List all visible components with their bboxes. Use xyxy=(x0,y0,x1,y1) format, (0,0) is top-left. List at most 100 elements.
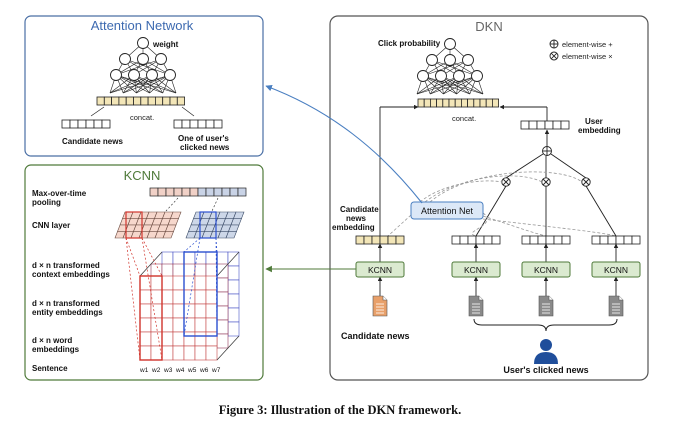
attention-clicked-cell xyxy=(213,119,223,129)
dkn-concat-cell xyxy=(417,98,425,108)
attention-clicked-label-2: clicked news xyxy=(180,143,230,152)
dkn-concat-cell xyxy=(479,98,487,108)
elementwise-plus-icon xyxy=(542,146,552,156)
cube-cell xyxy=(139,289,152,305)
attention-candidate-cell xyxy=(77,119,87,129)
sentence-word-1: w1 xyxy=(139,367,149,374)
cube-cell xyxy=(227,279,240,295)
news-embedding-cell xyxy=(451,235,461,245)
attention-candidate-cell xyxy=(85,119,95,129)
cube-cell xyxy=(216,319,229,335)
figure-caption: Figure 3: Illustration of the DKN framew… xyxy=(219,403,461,417)
attention-mlp-neuron xyxy=(137,37,149,49)
candidate-news-document-icon xyxy=(372,295,388,317)
candidate-news-label: Candidate news xyxy=(341,331,410,341)
kcnn-pooling-vector xyxy=(149,187,247,212)
cube-cell xyxy=(216,277,229,293)
cube-cell xyxy=(183,303,196,319)
cube-cell xyxy=(172,289,185,305)
user-embedding-label-1: User xyxy=(585,117,603,126)
user-embedding-cell xyxy=(528,120,538,130)
cube-cell xyxy=(194,289,207,305)
pooling-cell-red xyxy=(157,187,167,197)
attention-mlp-neuron xyxy=(155,53,167,65)
user-embedding-cell xyxy=(520,120,530,130)
dkn-concat-vector xyxy=(417,98,499,108)
pooling-cell-blue xyxy=(221,187,231,197)
attention-concat-cell xyxy=(169,96,178,106)
pooling-cell-red xyxy=(189,187,199,197)
cube-cell xyxy=(183,331,196,347)
news-embedding-cell xyxy=(545,235,555,245)
attention-candidate-cell xyxy=(93,119,103,129)
news-embedding-cell xyxy=(379,235,389,245)
cube-cell xyxy=(194,317,207,333)
attention-candidate-cell xyxy=(61,119,71,129)
attention-net-label: Attention Net xyxy=(421,206,474,216)
cube-cell xyxy=(216,291,229,307)
kcnn-word-label-2: embeddings xyxy=(32,345,80,354)
clicked-doc-icon xyxy=(468,295,484,317)
dkn-concat-cell xyxy=(436,98,444,108)
attention-concat-cell xyxy=(111,96,120,106)
cube-cell xyxy=(139,345,152,361)
cube-cell xyxy=(205,289,218,305)
attention-concat-cell xyxy=(125,96,134,106)
pooling-cell-blue xyxy=(237,187,247,197)
attention-concat-cell xyxy=(118,96,127,106)
attention-network-panel: Attention Network weight concat. Candida… xyxy=(24,15,264,157)
cube-cell xyxy=(172,303,185,319)
filter-window-red xyxy=(139,275,163,361)
dkn-concat-cell xyxy=(467,98,475,108)
dkn-concat-label: concat. xyxy=(452,114,476,123)
attention-concat-vector xyxy=(90,96,195,117)
sentence-word-5: w5 xyxy=(187,367,197,374)
attention-clicked-cell xyxy=(181,119,191,129)
news-embedding-cell xyxy=(591,235,601,245)
dkn-mlp-neuron xyxy=(453,70,465,82)
user-embedding-cell xyxy=(536,120,546,130)
news-embedding-cell xyxy=(553,235,563,245)
news-embedding-cell xyxy=(615,235,625,245)
dkn-mlp-neuron xyxy=(462,54,474,66)
kcnn-box-clicked-3-label: KCNN xyxy=(604,265,628,275)
attention-mlp-neuron xyxy=(128,69,140,81)
dkn-mlp-neuron xyxy=(426,54,438,66)
news-embedding-cell xyxy=(607,235,617,245)
news-embedding-cell xyxy=(483,235,493,245)
kcnn-filter-connections xyxy=(125,237,218,361)
attention-clicked-label-1: One of user's xyxy=(178,134,229,143)
news-embedding-cell xyxy=(561,235,571,245)
news-embedding-cell xyxy=(395,235,405,245)
attention-candidate-cell xyxy=(101,119,111,129)
attention-candidate-vector xyxy=(61,119,111,129)
user-embedding-vector xyxy=(520,120,570,130)
legend-times-icon xyxy=(549,51,559,61)
dkn-concat-cell xyxy=(423,98,431,108)
cube-cell xyxy=(150,303,163,319)
attention-concat-cell xyxy=(147,96,156,106)
users-clicked-news-label: User's clicked news xyxy=(503,365,588,375)
cube-cell xyxy=(139,331,152,347)
candidate-embedding-label-1: Candidate xyxy=(340,205,379,214)
kcnn-cnn-layer-label: CNN layer xyxy=(32,221,70,230)
dkn-panel: DKN Click probability element-wise + ele… xyxy=(329,15,649,381)
filter-window-blue xyxy=(183,251,218,337)
pooling-cell-blue xyxy=(205,187,215,197)
feature-map-cell-blue xyxy=(225,231,237,239)
news-embedding-cell xyxy=(599,235,609,245)
cube-cell xyxy=(172,317,185,333)
pooling-cell-red xyxy=(173,187,183,197)
dkn-concat-cell xyxy=(460,98,468,108)
kcnn-panel-title: KCNN xyxy=(124,168,161,183)
cube-cell xyxy=(216,333,229,349)
news-embedding-vectors xyxy=(355,235,641,245)
attention-clicked-vector xyxy=(173,119,223,129)
dkn-connections xyxy=(377,104,619,296)
attention-concat-cell xyxy=(154,96,164,106)
news-embedding-cell xyxy=(475,235,485,245)
candidate-embedding-label-3: embedding xyxy=(332,223,375,232)
attention-mlp-neuron xyxy=(164,69,176,81)
attention-mlp-neuron xyxy=(110,69,122,81)
news-embedding-cell xyxy=(537,235,547,245)
